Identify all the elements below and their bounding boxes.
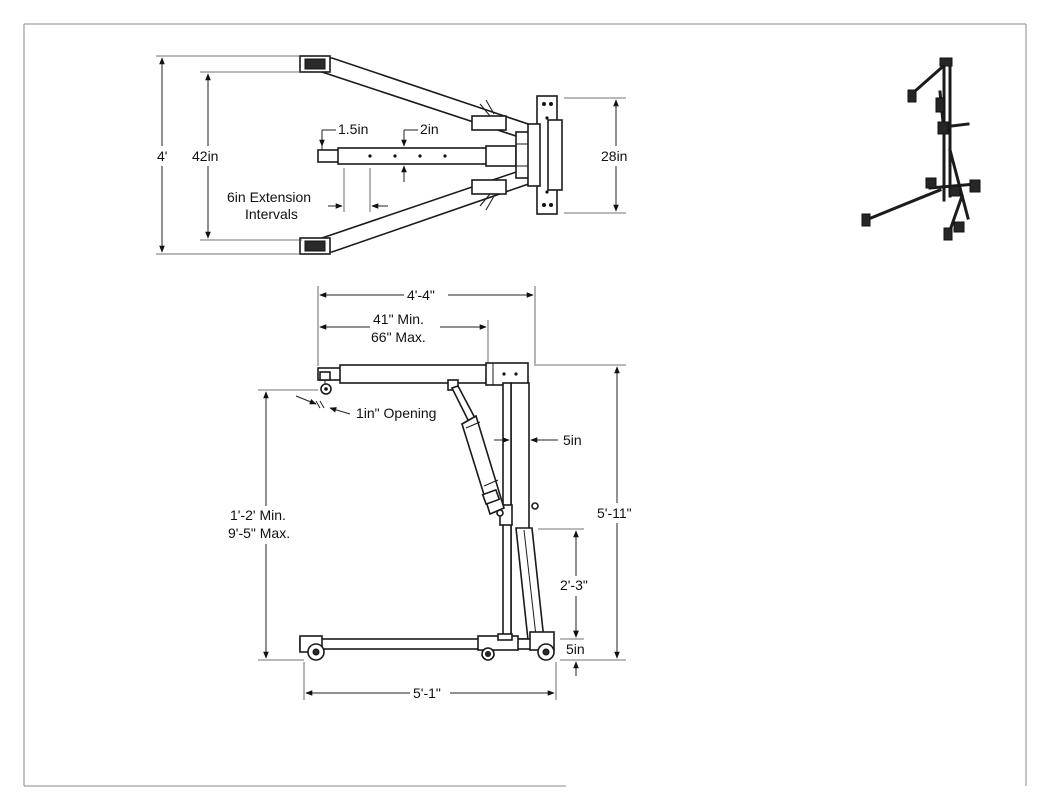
dim-extension-intervals: 6in Extension Intervals xyxy=(227,168,388,222)
dim-handle-height: 2'-3" xyxy=(538,528,596,640)
dim-hook-opening: 1in" Opening xyxy=(295,395,436,421)
dim-boom-max-label: 66" Max. xyxy=(371,329,426,345)
dim-mast-plate-width: 28in xyxy=(564,97,634,214)
dim-boom-offset-b-label: 2in xyxy=(420,121,439,137)
dim-lift-height: 1'-2' Min. 9'-5" Max. xyxy=(226,389,318,661)
sheet-border xyxy=(23,23,1027,787)
dim-side-overall-length: 4'-4" xyxy=(317,285,536,366)
dim-extension-intervals-label-1: 6in Extension xyxy=(227,189,311,205)
dim-boom-min-label: 41" Min. xyxy=(373,311,424,327)
dim-lift-min-label: 1'-2' Min. xyxy=(230,507,286,523)
dim-top-overall-width-label: 4' xyxy=(157,148,167,164)
dim-side-overall-length-label: 4'-4" xyxy=(407,287,435,303)
side-view-boom xyxy=(317,362,529,386)
dim-base-length: 5'-1" xyxy=(303,662,557,702)
dim-top-inner-width: 42in xyxy=(190,71,302,241)
dim-top-overall-width: 4' xyxy=(152,55,300,255)
dim-extension-intervals-label-2: Intervals xyxy=(245,206,298,222)
dim-boom-offset-a-label: 1.5in xyxy=(338,121,368,137)
side-view: 4'-4" 41" Min. 66" Max. 1in" Opening 5in xyxy=(226,285,641,702)
side-view-hook xyxy=(319,371,332,395)
top-view-boom xyxy=(317,145,517,167)
dim-hook-opening-label: 1in" Opening xyxy=(356,405,436,421)
dim-mast-plate-width-label: 28in xyxy=(601,148,627,164)
dim-ground-clearance: 5in xyxy=(566,626,585,676)
isometric-view xyxy=(861,57,981,241)
dim-top-inner-width-label: 42in xyxy=(192,148,218,164)
side-view-mast xyxy=(499,382,545,641)
dim-overall-height-label: 5'-11" xyxy=(597,505,632,521)
side-view-base xyxy=(299,631,555,661)
dim-boom-offset-b: 2in xyxy=(401,121,439,182)
dim-lift-max-label: 9'-5" Max. xyxy=(228,525,290,541)
dim-boom-reach: 41" Min. 66" Max. xyxy=(319,311,489,362)
top-view-mast-plate xyxy=(527,95,563,215)
dim-overall-height: 5'-11" xyxy=(536,364,641,661)
side-view-hydraulic-ram xyxy=(447,379,505,517)
dim-base-length-label: 5'-1" xyxy=(413,685,441,701)
dim-ground-clearance-label: 5in xyxy=(566,641,585,657)
dim-mast-width-label: 5in xyxy=(563,432,582,448)
top-view: 4' 42in 1.5in 2in xyxy=(152,55,634,255)
dim-mast-width: 5in xyxy=(494,432,582,448)
dim-handle-height-label: 2'-3" xyxy=(560,577,588,593)
dim-boom-offset-a: 1.5in xyxy=(319,121,368,150)
